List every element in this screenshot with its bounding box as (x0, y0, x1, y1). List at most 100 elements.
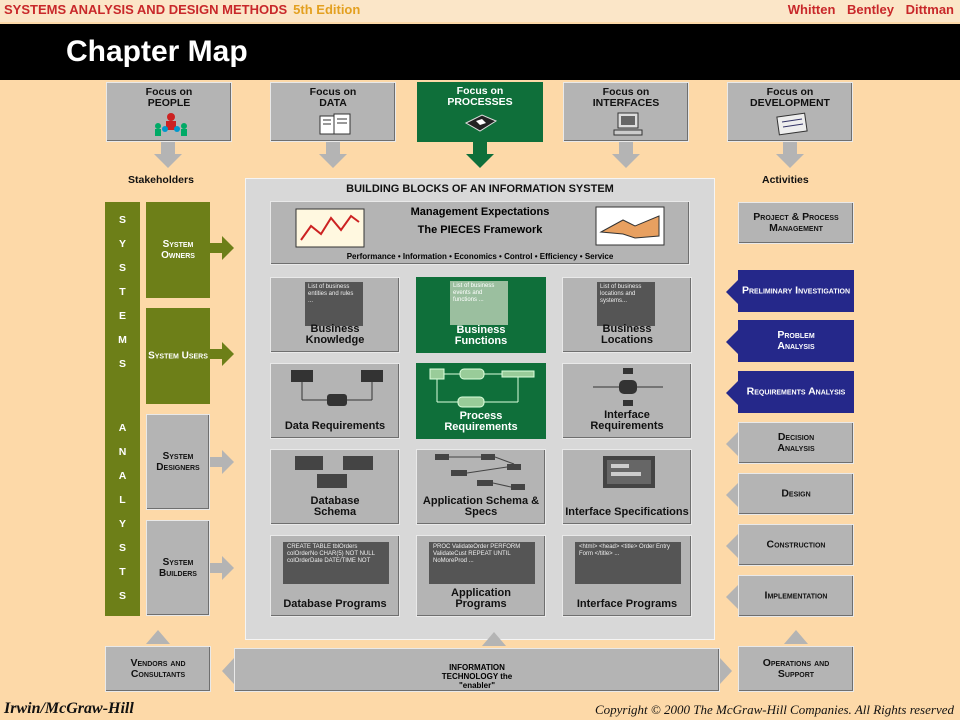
pieces-separator: • (395, 252, 403, 261)
information-technology-box[interactable]: INFORMATION TECHNOLOGY the "enabler" (234, 648, 720, 692)
design-label: Design (781, 487, 811, 500)
system-designers-label: System Designers (156, 451, 200, 473)
business-knowledge-note: List of business entities and rules ... (305, 282, 363, 326)
arrow-stem-processes (473, 142, 487, 154)
pieces-item: Service (584, 252, 614, 261)
cell-interface-specifications[interactable]: Interface Specifications (562, 449, 692, 525)
schema-icon (295, 456, 373, 488)
arrow-right-it (720, 658, 732, 684)
edition: 5th Edition (293, 2, 361, 17)
pieces-framework: The PIECES Framework (417, 224, 543, 236)
cell-process-requirements[interactable]: Process Requirements (416, 363, 546, 439)
handshake-icon (595, 206, 665, 246)
stakeholder-system-users[interactable]: System Users (146, 308, 210, 404)
operations-support-label: Operations and Support (762, 657, 830, 680)
arrow-left-decision (726, 432, 738, 456)
copyright: Copyright © 2000 The McGraw-Hill Compani… (594, 702, 954, 717)
database-programs-label: Database Programs (283, 598, 387, 610)
business-locations-label: Business Locations (601, 323, 653, 346)
cell-business-functions[interactable]: List of business events and functions ..… (416, 277, 546, 353)
systems-analysts-letter: N (118, 446, 127, 458)
pieces-item: Performance (346, 252, 396, 261)
arrow-stem-development (783, 142, 797, 154)
systems-analysts-letter: S (118, 262, 126, 274)
cell-database-programs[interactable]: CREATE TABLE tblOrders colOrderNo CHAR(5… (270, 535, 400, 617)
activity-project-management[interactable]: Project & Process Management (738, 202, 854, 244)
arrow-left-problem (726, 330, 738, 354)
pieces-separator: • (446, 252, 455, 261)
interface-programs-label: Interface Programs (576, 598, 678, 610)
cell-data-requirements[interactable]: Data Requirements (270, 363, 400, 439)
activity-requirements-analysis[interactable]: Requirements Analysis (738, 371, 854, 413)
systems-analysts-letter: T (119, 566, 126, 578)
business-functions-label: Business Functions (454, 324, 508, 347)
interface-model-icon (593, 368, 663, 406)
arrow-left-implementation (726, 585, 738, 609)
people-icon (155, 113, 187, 136)
cell-interface-requirements[interactable]: Interface Requirements (562, 363, 692, 439)
problem-analysis-label: Problem Analysis (777, 329, 815, 352)
stakeholder-system-owners[interactable]: System Owners (146, 202, 210, 298)
activity-construction[interactable]: Construction (738, 524, 854, 566)
focus-processes[interactable]: Focus on PROCESSES (417, 82, 543, 142)
project-management-label: Project & Process Management (753, 211, 839, 234)
focus-data[interactable]: Focus on DATA (270, 82, 396, 142)
stakeholder-system-designers[interactable]: System Designers (146, 414, 210, 510)
activity-design[interactable]: Design (738, 473, 854, 515)
database-code-snippet: CREATE TABLE tblOrders colOrderNo CHAR(5… (283, 542, 389, 584)
operations-support-box[interactable]: Operations and Support (738, 646, 854, 692)
focus-development-label: Focus on DEVELOPMENT (750, 86, 830, 109)
vendors-consultants-label: Vendors and Consultants (130, 657, 186, 680)
screen-layout-icon (603, 456, 655, 488)
systems-analysts-letter: Y (118, 238, 126, 250)
arrow-down-processes (466, 154, 494, 168)
slide-title: Chapter Map (66, 35, 248, 68)
implementation-label: Implementation (764, 589, 828, 602)
pieces-item: Control (504, 252, 533, 261)
cell-application-programs[interactable]: PROC ValidateOrder PERFORM ValidateCust … (416, 535, 546, 617)
arrow-down-interfaces (612, 154, 640, 168)
activity-preliminary-investigation[interactable]: Preliminary Investigation (738, 270, 854, 312)
arrow-stem-designers (210, 457, 222, 467)
activity-problem-analysis[interactable]: Problem Analysis (738, 320, 854, 362)
building-blocks-panel: BUILDING BLOCKS OF AN INFORMATION SYSTEM… (245, 178, 715, 640)
vendors-consultants-box[interactable]: Vendors and Consultants (105, 646, 211, 692)
business-functions-note: List of business events and functions ..… (450, 281, 508, 325)
arrow-stem-data (326, 142, 340, 154)
cell-business-knowledge[interactable]: List of business entities and rules ... … (270, 277, 400, 353)
stakeholders-heading: Stakeholders (128, 174, 194, 186)
stakeholder-system-builders[interactable]: System Builders (146, 520, 210, 616)
focus-interfaces[interactable]: Focus on INTERFACES (563, 82, 689, 142)
activity-decision-analysis[interactable]: Decision Analysis (738, 422, 854, 464)
focus-development[interactable]: Focus on DEVELOPMENT (727, 82, 853, 142)
business-knowledge-label: Business Knowledge (305, 323, 365, 346)
pieces-separator: • (532, 252, 540, 261)
activity-implementation[interactable]: Implementation (738, 575, 854, 617)
pieces-item: Information (402, 252, 447, 261)
cell-database-schema[interactable]: Database Schema (270, 449, 400, 525)
cell-business-locations[interactable]: List of business locations and systems..… (562, 277, 692, 353)
focus-people[interactable]: Focus on PEOPLE (106, 82, 232, 142)
arrow-left-construction (726, 534, 738, 558)
systems-analysts-letter: S (118, 214, 126, 226)
focus-data-label: Focus on DATA (309, 86, 357, 109)
management-expectations-box[interactable]: Management Expectations The PIECES Frame… (270, 201, 690, 265)
pieces-separator: • (577, 252, 585, 261)
system-builders-label: System Builders (159, 557, 197, 579)
systems-analysts-letter: S (118, 542, 126, 554)
arrow-right-builders (222, 556, 234, 580)
systems-analysts-letter: L (119, 494, 126, 506)
cell-application-schema[interactable]: Application Schema & Specs (416, 449, 546, 525)
authors: Whitten Bentley Dittman (787, 2, 954, 17)
publisher: Irwin/McGraw-Hill (4, 700, 134, 717)
system-owners-label: System Owners (161, 239, 195, 261)
process-requirements-label: Process Requirements (444, 410, 518, 433)
chart-icon (295, 208, 365, 248)
focus-processes-label: Focus on PROCESSES (447, 85, 513, 108)
cell-interface-programs[interactable]: <html> <head> <title> Order Entry Form <… (562, 535, 692, 617)
business-locations-note: List of business locations and systems..… (597, 282, 655, 326)
arrow-right-designers (222, 450, 234, 474)
activities-heading: Activities (762, 174, 809, 186)
interface-specifications-label: Interface Specifications (565, 506, 689, 518)
